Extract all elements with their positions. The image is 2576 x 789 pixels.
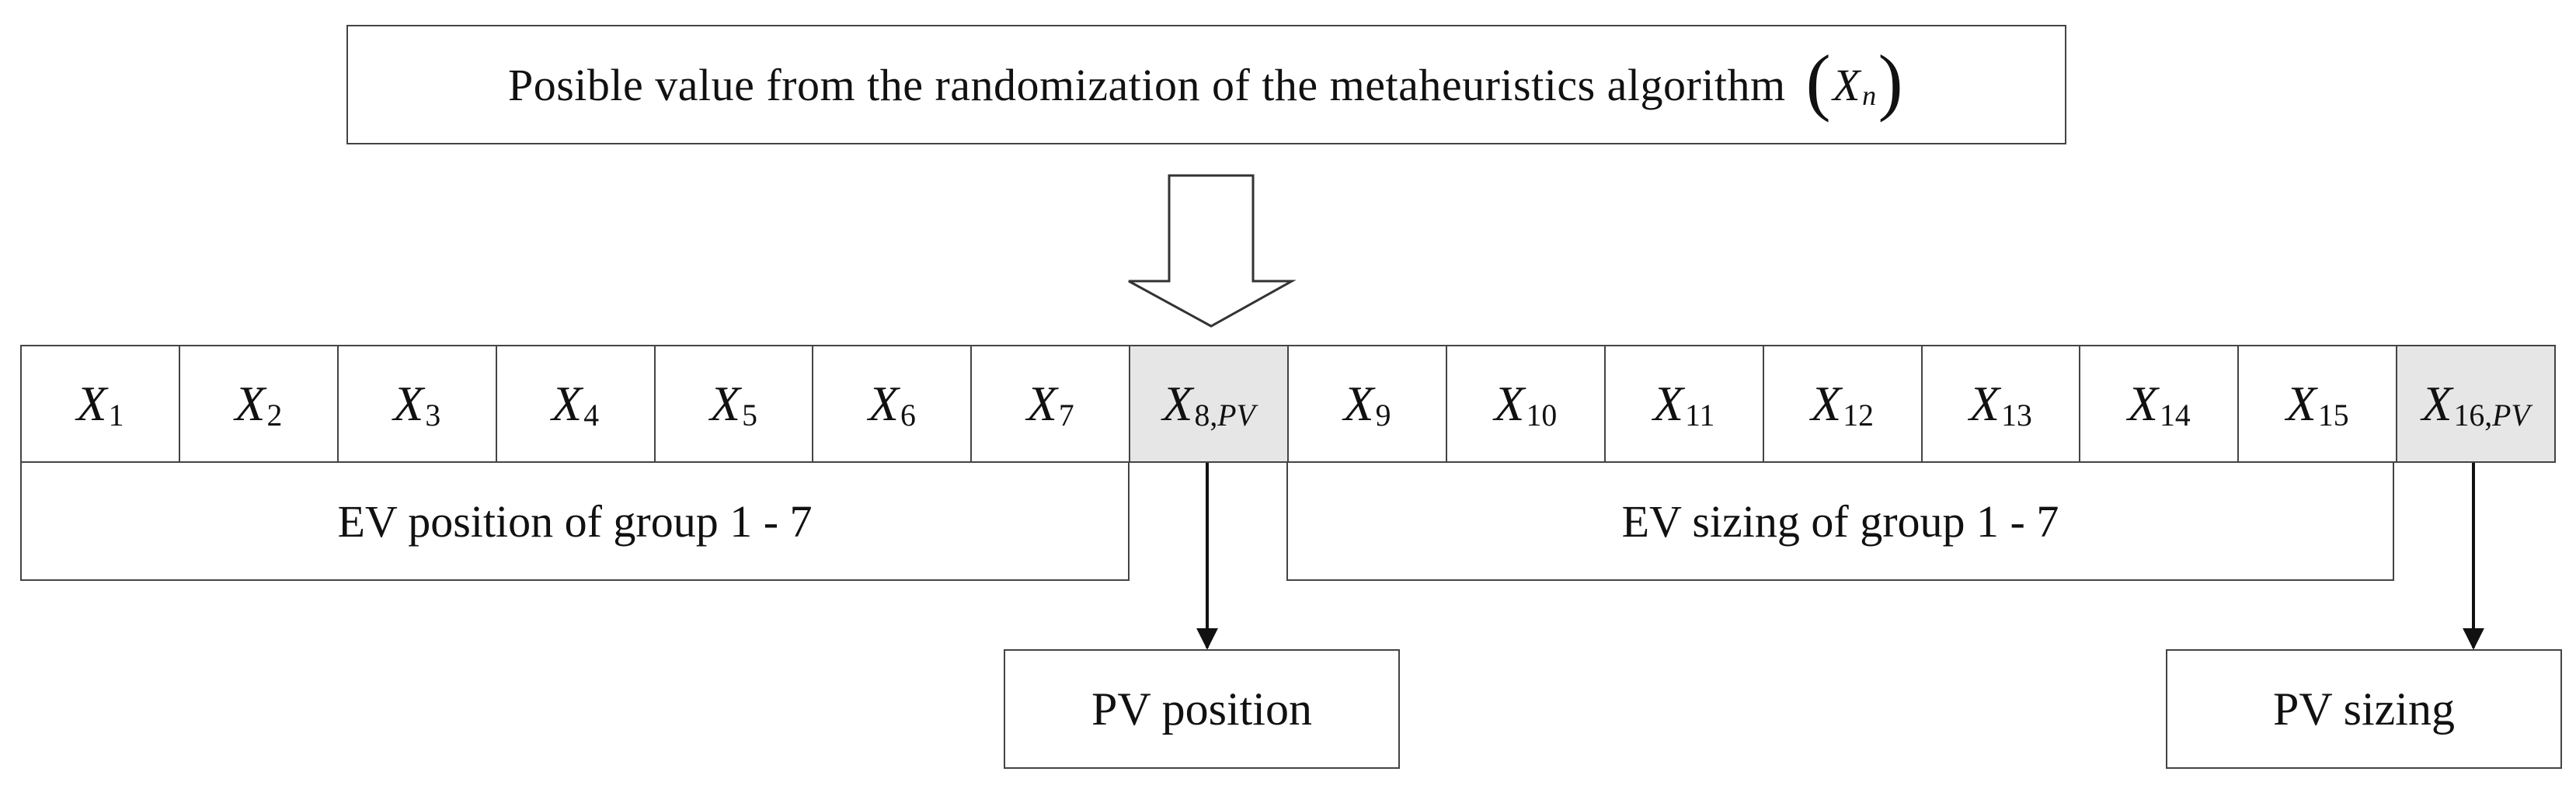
header-paren-open: ( [1805, 40, 1832, 123]
cell-sub: 6 [900, 398, 916, 433]
ev-position-label: EV position of group 1 - 7 [337, 495, 813, 547]
cell-var: X [1026, 376, 1057, 431]
cell-sub: 11 [1685, 398, 1715, 433]
cell-var: X [393, 376, 424, 431]
cell-sub: 7 [1058, 398, 1074, 433]
pv-sizing-box: PV sizing [2166, 649, 2562, 769]
cell-sub-num: 8, [1194, 398, 1218, 433]
cell-sub: 4 [583, 398, 600, 433]
cell-var: X [2127, 376, 2159, 431]
cell-sub: 13 [2001, 398, 2032, 433]
cell-var: X [2421, 376, 2452, 431]
pv-sizing-label: PV sizing [2273, 683, 2455, 735]
cell-var: X [76, 376, 107, 431]
ev-sizing-group-box: EV sizing of group 1 - 7 [1286, 461, 2394, 581]
cell-sub: 8,PV [1194, 398, 1255, 433]
cell-sub: 1 [108, 398, 124, 433]
cell-var: X [1162, 376, 1193, 431]
pv-position-label: PV position [1091, 683, 1312, 735]
cell-sub: 15 [2317, 398, 2349, 433]
header-var-sub: n [1862, 79, 1877, 111]
cell-sub-label: PV [2492, 398, 2530, 433]
cell-sub: 16,PV [2454, 398, 2530, 433]
header-text: Posible value from the randomization of … [507, 59, 1786, 110]
cell-var: X [868, 376, 899, 431]
cell-var: X [1653, 376, 1684, 431]
cell-var: X [2285, 376, 2317, 431]
header-paren-close: ) [1878, 40, 1904, 123]
cell-sub: 10 [1526, 398, 1558, 433]
cell-sub: 12 [1843, 398, 1874, 433]
header-box: Posible value from the randomization of … [346, 25, 2066, 144]
cell-sub: 5 [742, 398, 757, 433]
header-text-line: Posible value from the randomization of … [507, 40, 1905, 123]
ev-position-group-box: EV position of group 1 - 7 [20, 461, 1130, 581]
pv-position-box: PV position [1004, 649, 1400, 769]
cell-var: X [235, 376, 266, 431]
cell-sub-label: PV [1217, 398, 1255, 433]
cell-var: X [1494, 376, 1525, 431]
cell-var: X [1969, 376, 2000, 431]
cell-var: X [709, 376, 741, 431]
cell-var: X [1343, 376, 1374, 431]
cell-sub: 2 [266, 398, 283, 433]
cell-sub-num: 16, [2453, 398, 2493, 433]
ev-sizing-label: EV sizing of group 1 - 7 [1621, 495, 2059, 547]
cell-var: X [1811, 376, 1842, 431]
cell-sub: 14 [2160, 398, 2191, 433]
cell-sub: 3 [425, 398, 441, 433]
cell-sub: 9 [1375, 398, 1391, 433]
down-block-arrow [1128, 174, 1297, 328]
header-var: X [1833, 59, 1861, 110]
cell-var: X [552, 376, 583, 431]
